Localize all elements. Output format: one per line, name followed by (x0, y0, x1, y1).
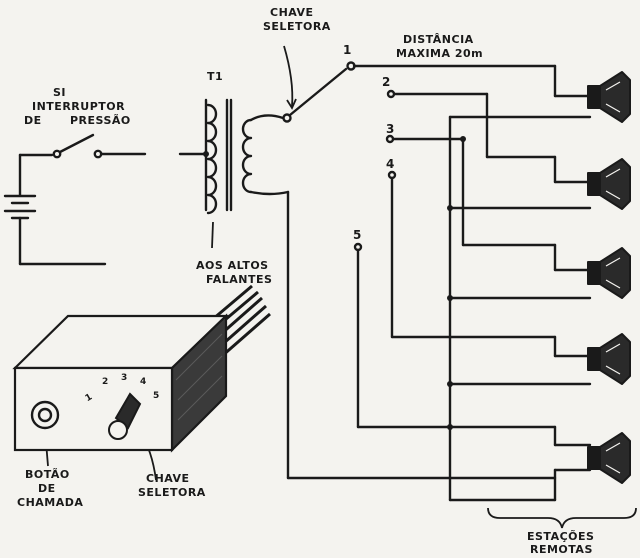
t1-label: T1 (207, 70, 224, 83)
botao-de-label: DE (38, 482, 56, 495)
position-4-label: 4 (386, 157, 395, 171)
position-3-label: 3 (386, 122, 395, 136)
junction-dots (203, 136, 466, 430)
distancia-label: DISTÂNCIA (403, 33, 474, 46)
dial-number-5: 5 (153, 391, 160, 401)
botao-label: BOTÃO (25, 468, 70, 481)
interruptor-label: INTERRUPTOR (32, 100, 126, 113)
speaker-icon (587, 71, 631, 123)
seletora-label: SELETORA (263, 20, 331, 33)
chave-arrow (283, 45, 294, 107)
pressao-label: PRESSÃO (70, 114, 131, 127)
call-button-icon (30, 400, 60, 430)
position-1-label: 1 (343, 43, 352, 57)
speaker-icon (587, 333, 631, 385)
dial-number-2: 2 (102, 377, 109, 387)
seletora2-label: SELETORA (138, 486, 206, 499)
t1-arrow (211, 221, 214, 249)
dial-number-3: 3 (121, 373, 128, 383)
position-5-label: 5 (353, 228, 362, 242)
chave-arrow-head (286, 98, 297, 110)
pressure-switch-icon (18, 133, 208, 159)
chamada-label: CHAMADA (17, 496, 84, 509)
rotary-knob-icon (108, 392, 142, 440)
speaker-icon (587, 432, 631, 484)
bracket (487, 507, 637, 529)
position-2-label: 2 (382, 75, 391, 89)
falantes-label: FALANTES (206, 273, 273, 286)
speaker-icon (587, 158, 631, 210)
selector-switch-icon (282, 61, 592, 447)
s1-label: SI (53, 86, 67, 99)
battery-icon (3, 153, 107, 266)
speaker-icon (587, 247, 631, 299)
dial-number-4: 4 (140, 377, 147, 387)
remotas-label: REMOTAS (530, 543, 593, 556)
chave2-label: CHAVE (146, 472, 190, 485)
maxima-label: MAXIMA 20m (396, 47, 484, 60)
aos-altos-label: AOS ALTOS (196, 259, 269, 272)
chave-label: CHAVE (270, 6, 314, 19)
de-label: DE (24, 114, 42, 127)
common-bus (448, 115, 592, 502)
estacoes-label: ESTAÇÕES (527, 530, 595, 543)
